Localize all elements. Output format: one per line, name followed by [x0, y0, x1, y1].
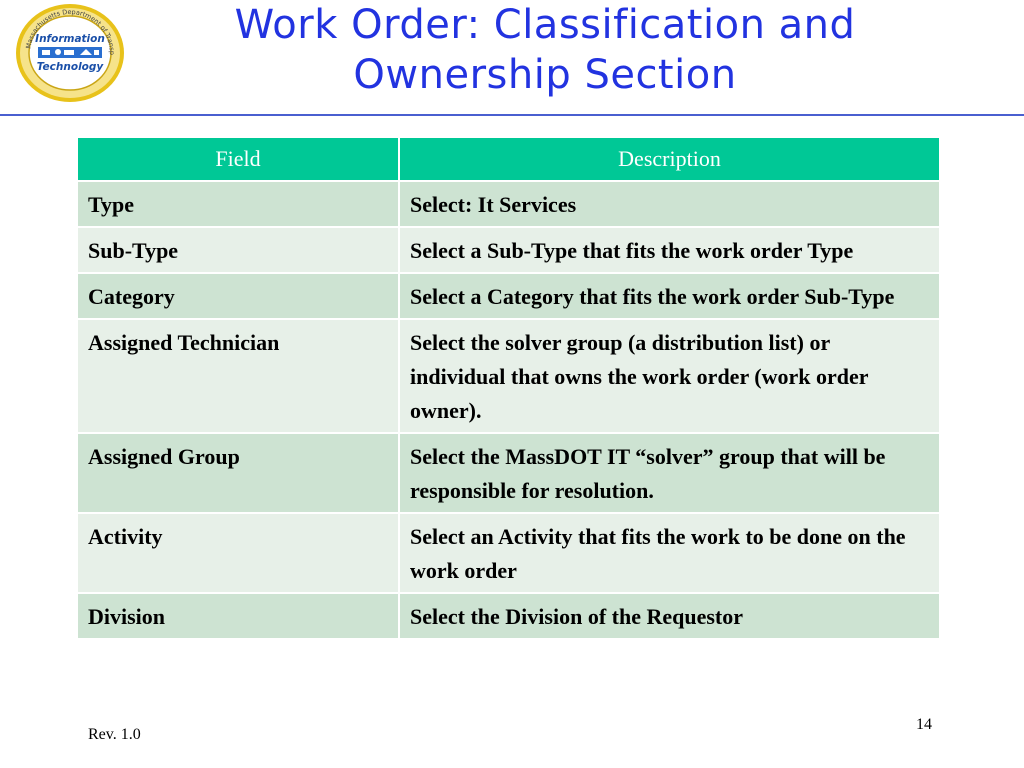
- field-cell: Division: [76, 592, 400, 640]
- massdot-it-logo: Massachusetts Department of Transportati…: [12, 0, 126, 104]
- table-row: Sub-Type Select a Sub-Type that fits the…: [76, 226, 941, 274]
- table-row: Assigned Technician Select the solver gr…: [76, 318, 941, 434]
- table-row: Activity Select an Activity that fits th…: [76, 512, 941, 594]
- field-cell: Activity: [76, 512, 400, 594]
- table-row: Assigned Group Select the MassDOT IT “so…: [76, 432, 941, 514]
- slide-title: Work Order: Classification and Ownership…: [140, 0, 950, 100]
- classification-ownership-table: Field Description Type Select: It Servic…: [76, 136, 941, 640]
- description-cell: Select the solver group (a distribution …: [398, 318, 941, 434]
- description-cell: Select a Category that fits the work ord…: [398, 272, 941, 320]
- description-cell: Select an Activity that fits the work to…: [398, 512, 941, 594]
- logo-line2: Technology: [37, 61, 105, 73]
- table-row: Division Select the Division of the Requ…: [76, 592, 941, 640]
- revision-label: Rev. 1.0: [88, 726, 141, 743]
- description-cell: Select a Sub-Type that fits the work ord…: [398, 226, 941, 274]
- field-cell: Category: [76, 272, 400, 320]
- field-cell: Assigned Technician: [76, 318, 400, 434]
- field-cell: Sub-Type: [76, 226, 400, 274]
- field-cell: Assigned Group: [76, 432, 400, 514]
- table-row: Type Select: It Services: [76, 180, 941, 228]
- slide-title-line-1: Work Order: Classification and: [234, 2, 856, 48]
- field-cell: Type: [76, 180, 400, 228]
- slide-title-line-2: Ownership Section: [353, 52, 737, 98]
- title-divider: [0, 114, 1024, 116]
- description-cell: Select the MassDOT IT “solver” group tha…: [398, 432, 941, 514]
- logo-line1: Information: [35, 33, 105, 45]
- table-header-row: Field Description: [76, 136, 941, 182]
- column-header-field: Field: [76, 136, 400, 182]
- table-row: Category Select a Category that fits the…: [76, 272, 941, 320]
- description-cell: Select: It Services: [398, 180, 941, 228]
- page-number: 14: [916, 716, 932, 733]
- column-header-description: Description: [398, 136, 941, 182]
- description-cell: Select the Division of the Requestor: [398, 592, 941, 640]
